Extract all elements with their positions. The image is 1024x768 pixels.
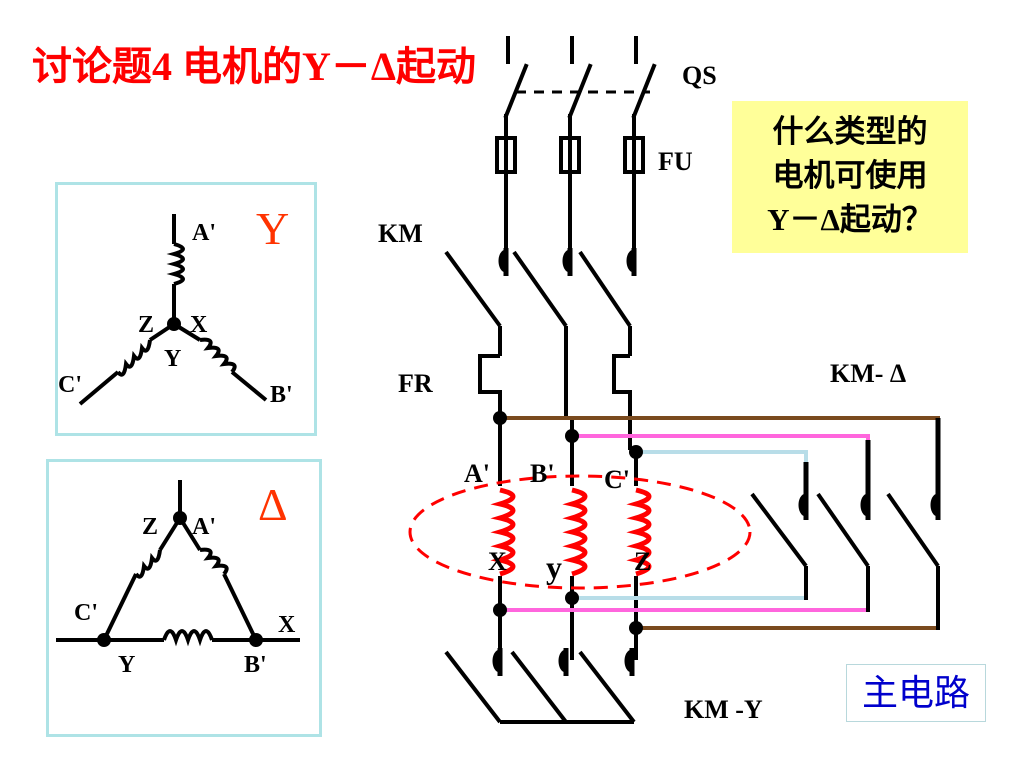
star-label-y: Y xyxy=(164,346,181,372)
fr-element-3 xyxy=(612,354,632,450)
question-line-3: Y－Δ起动？ xyxy=(767,202,933,237)
page-title: 讨论题4 电机的Y－Δ起动 xyxy=(32,44,476,89)
km-label: KM xyxy=(378,219,423,248)
km-contacts xyxy=(498,248,637,276)
delta-symbol: Δ xyxy=(258,479,288,530)
star-label-x: X xyxy=(190,312,208,338)
star-label-z: Z xyxy=(138,312,154,338)
junction-dots xyxy=(493,411,643,635)
main-circuit-label: 主电路 xyxy=(846,664,986,722)
star-label-c: C' xyxy=(58,372,82,398)
question-note: 什么类型的 电机可使用 Y－Δ起动？ xyxy=(732,101,968,253)
delta-dots xyxy=(97,511,263,647)
delta-label-a: A' xyxy=(192,514,216,540)
winding-label-a: A' xyxy=(464,459,490,488)
blue-top-wire xyxy=(636,450,808,462)
winding-label-x: X xyxy=(488,547,507,576)
fr-element-1 xyxy=(478,354,502,420)
delta-label-c: C' xyxy=(74,600,98,626)
star-coil-c xyxy=(116,339,152,377)
km-y-blade-2 xyxy=(510,650,568,724)
km-delta-blade-3 xyxy=(886,492,940,568)
winding-label-c: C' xyxy=(604,465,630,494)
km-blade-1 xyxy=(444,250,502,328)
motor-boundary xyxy=(408,474,752,590)
winding-label-b: B' xyxy=(530,459,555,488)
winding-b xyxy=(562,487,588,577)
fu-label: FU xyxy=(658,147,693,176)
km-blade-3 xyxy=(578,250,632,328)
star-diagram xyxy=(78,214,268,406)
star-coil-a xyxy=(166,242,185,286)
winding-label-z: Z xyxy=(634,547,651,576)
winding-label-y: y xyxy=(546,549,562,585)
star-label-b: B' xyxy=(270,382,293,408)
km-delta-blade-2 xyxy=(816,492,870,568)
delta-coil-right xyxy=(199,547,229,576)
delta-label-x: X xyxy=(278,612,296,638)
delta-label-b: B' xyxy=(244,652,267,678)
star-neutral-dot xyxy=(167,317,181,331)
delta-label-z: Z xyxy=(142,514,158,540)
pink-top-wire xyxy=(572,434,870,462)
star-connection-panel xyxy=(55,182,317,436)
question-line-1: 什么类型的 xyxy=(772,114,928,149)
delta-label-y: Y xyxy=(118,652,135,678)
km-delta-blade-1 xyxy=(750,492,808,568)
winding-a xyxy=(490,487,516,577)
km-blade-2 xyxy=(512,250,568,328)
km-y-blade-1 xyxy=(444,650,502,724)
star-label-a: A' xyxy=(192,220,216,246)
winding-c xyxy=(626,487,652,577)
qs-label: QS xyxy=(682,61,717,90)
question-line-2: 电机可使用 xyxy=(772,158,928,193)
motor-windings xyxy=(490,487,652,577)
brown-top-wire xyxy=(500,416,940,462)
km-y-blade-3 xyxy=(578,650,636,724)
km-y-label: KM -Y xyxy=(684,695,763,724)
star-coil-b xyxy=(199,337,237,374)
delta-coil-left xyxy=(134,549,162,579)
km-y-contacts xyxy=(492,648,635,676)
delta-coil-bottom xyxy=(162,629,214,647)
delta-connection-panel xyxy=(46,459,322,737)
star-symbol: Y xyxy=(256,203,289,254)
km-delta-contacts xyxy=(798,418,941,520)
km-delta-label: KM- Δ xyxy=(830,359,906,388)
fr-label: FR xyxy=(398,369,433,398)
